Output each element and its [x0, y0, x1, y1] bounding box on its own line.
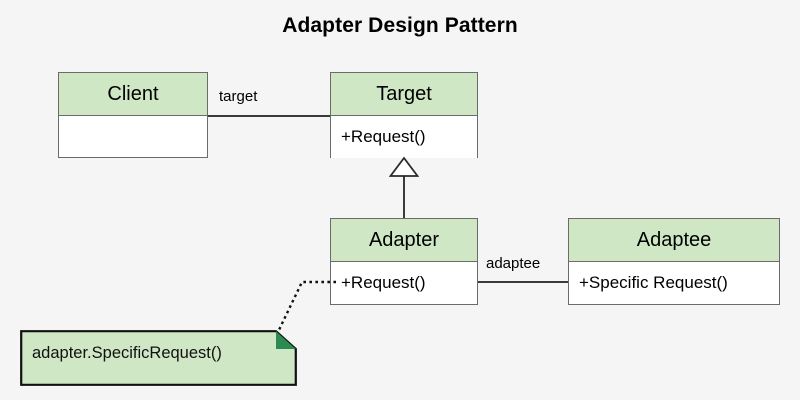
uml-class-adaptee[interactable]: Adaptee +Specific Request() — [568, 218, 780, 305]
class-member-adaptee-specific-request: +Specific Request() — [569, 262, 779, 304]
class-members-client — [59, 116, 207, 157]
uml-class-target[interactable]: Target +Request() — [330, 72, 478, 158]
class-name-adaptee: Adaptee — [569, 219, 779, 262]
edge-label-target: target — [216, 88, 261, 105]
generalization-line-adapter-target — [403, 176, 405, 218]
edge-label-adaptee: adaptee — [483, 255, 544, 272]
class-name-client: Client — [59, 73, 207, 116]
class-member-adapter-request: +Request() — [331, 262, 477, 304]
class-member-target-request: +Request() — [331, 116, 477, 158]
note-link-dotted-line — [262, 276, 336, 338]
note-text-adapter-call: adapter.SpecificRequest() — [32, 344, 222, 362]
uml-class-adapter[interactable]: Adapter +Request() — [330, 218, 478, 305]
diagram-title: Adapter Design Pattern — [282, 14, 518, 37]
uml-class-client[interactable]: Client — [58, 72, 208, 158]
association-line-adapter-adaptee — [478, 281, 568, 283]
association-line-client-target — [208, 115, 330, 117]
note-box-adapter-call[interactable] — [20, 330, 297, 386]
inheritance-triangle-icon — [388, 156, 420, 177]
class-name-adapter: Adapter — [331, 219, 477, 262]
class-name-target: Target — [331, 73, 477, 116]
